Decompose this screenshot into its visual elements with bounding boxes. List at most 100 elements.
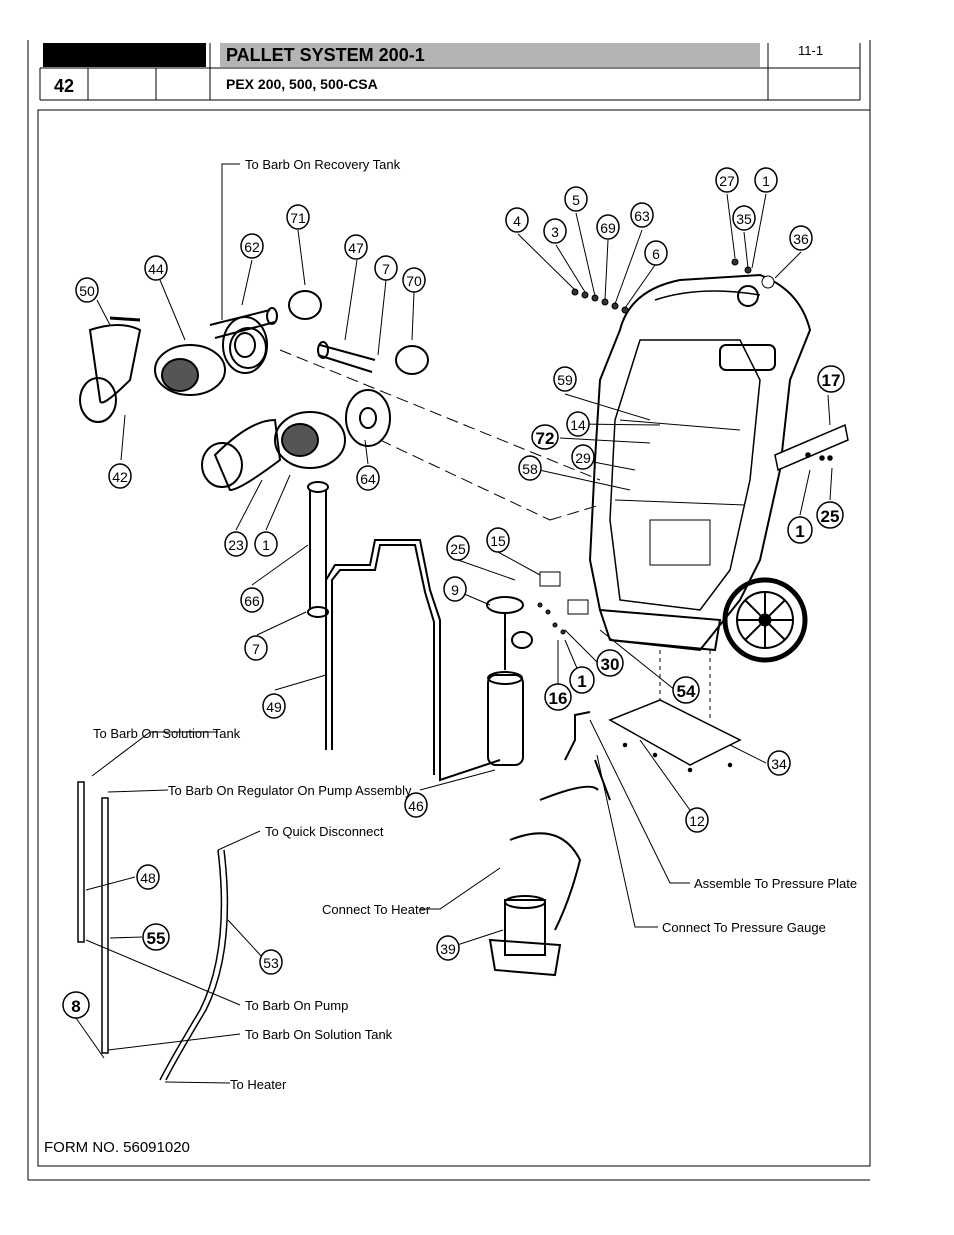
- svg-text:49: 49: [266, 699, 282, 715]
- callout-44: 44: [144, 255, 168, 281]
- callout-39: 39: [436, 935, 460, 961]
- svg-text:69: 69: [600, 220, 616, 236]
- svg-text:62: 62: [244, 239, 260, 255]
- svg-text:25: 25: [450, 541, 466, 557]
- assembly-dashed-lines: [279, 349, 601, 521]
- note-solution-tank-top: To Barb On Solution Tank: [93, 726, 241, 741]
- svg-text:35: 35: [736, 211, 752, 227]
- svg-text:7: 7: [252, 641, 260, 657]
- page-number: 42: [54, 76, 75, 96]
- svg-text:44: 44: [148, 261, 164, 277]
- callout-66: 66: [240, 587, 264, 613]
- svg-text:72: 72: [536, 429, 555, 448]
- note-solution-tank-bottom: To Barb On Solution Tank: [245, 1027, 393, 1042]
- form-number: FORM NO. 56091020: [44, 1139, 190, 1156]
- svg-text:47: 47: [348, 240, 364, 256]
- callout-29: 29: [571, 444, 595, 470]
- callout-7: 7: [374, 255, 398, 281]
- callout-54: 54: [672, 676, 700, 704]
- svg-text:46: 46: [408, 798, 424, 814]
- svg-text:1: 1: [577, 672, 586, 691]
- svg-text:27: 27: [719, 173, 735, 189]
- note-regulator: To Barb On Regulator On Pump Assembly: [168, 783, 412, 798]
- svg-text:70: 70: [406, 273, 422, 289]
- callout-46: 46: [404, 792, 428, 818]
- svg-text:1: 1: [262, 537, 270, 553]
- heater-canister: [486, 596, 533, 766]
- callout-16: 16: [544, 683, 572, 711]
- pump-assembly: [488, 711, 611, 977]
- callout-labels: 50 44 62 71 47 7 70 42 6 4 23 1 66 7 49 4…: [62, 167, 845, 1019]
- svg-text:55: 55: [147, 929, 166, 948]
- svg-text:23: 23: [228, 537, 244, 553]
- svg-text:58: 58: [522, 461, 538, 477]
- callout-53: 53: [259, 949, 283, 975]
- callout-48: 48: [136, 864, 160, 890]
- svg-text:54: 54: [677, 682, 696, 701]
- callout-17: 17: [817, 365, 845, 393]
- svg-text:3: 3: [551, 224, 559, 240]
- svg-text:6: 6: [652, 246, 660, 262]
- svg-text:9: 9: [451, 582, 459, 598]
- callout-72: 72: [531, 424, 559, 450]
- svg-text:16: 16: [549, 689, 568, 708]
- svg-text:29: 29: [575, 450, 591, 466]
- page-frame: [27, 40, 871, 1181]
- svg-text:12: 12: [689, 813, 705, 829]
- header-black-bar: [43, 43, 206, 67]
- callout-42: 42: [108, 463, 132, 489]
- callout-35: 35: [732, 205, 756, 231]
- cart-wheel: [722, 577, 808, 663]
- fitting-parts: [537, 258, 775, 635]
- callout-1: 1: [254, 531, 278, 557]
- callout-15: 15: [486, 527, 510, 553]
- callout-50: 50: [75, 277, 99, 303]
- svg-text:8: 8: [71, 997, 80, 1016]
- annotations: To Barb On Recovery Tank To Barb On Solu…: [93, 157, 857, 1092]
- svg-text:15: 15: [490, 533, 506, 549]
- callout-47: 47: [344, 234, 368, 260]
- svg-text:1: 1: [762, 173, 770, 189]
- svg-text:17: 17: [822, 371, 841, 390]
- callout-1b: 1: [754, 167, 778, 193]
- callout-69: 69: [596, 214, 620, 240]
- callout-7b: 7: [244, 635, 268, 661]
- callout-30: 30: [596, 649, 624, 677]
- hose-assemblies: [209, 290, 429, 375]
- callout-71: 71: [286, 204, 310, 230]
- note-to-heater: To Heater: [230, 1077, 287, 1092]
- callout-59: 59: [553, 366, 577, 392]
- callout-62: 62: [240, 233, 264, 259]
- svg-text:34: 34: [771, 756, 787, 772]
- note-pressure-gauge: Connect To Pressure Gauge: [662, 920, 826, 935]
- callout-36: 36: [789, 225, 813, 251]
- model-subtitle: PEX 200, 500, 500-CSA: [226, 76, 378, 92]
- svg-text:42: 42: [112, 469, 128, 485]
- strap-part: [774, 423, 849, 472]
- svg-text:48: 48: [140, 870, 156, 886]
- svg-text:63: 63: [634, 208, 650, 224]
- svg-text:4: 4: [513, 213, 521, 229]
- callout-5: 5: [564, 186, 588, 212]
- callout-25b: 25: [446, 535, 470, 561]
- svg-text:30: 30: [601, 655, 620, 674]
- callout-55: 55: [142, 923, 170, 951]
- svg-text:66: 66: [244, 593, 260, 609]
- note-quick-disconnect: To Quick Disconnect: [265, 824, 384, 839]
- svg-text:7: 7: [382, 261, 390, 277]
- callout-70: 70: [402, 267, 426, 293]
- callout-4: 4: [505, 207, 529, 233]
- callout-1c: 1: [787, 516, 813, 544]
- svg-text:71: 71: [290, 210, 306, 226]
- note-connect-heater: Connect To Heater: [322, 902, 431, 917]
- callout-58: 58: [518, 455, 542, 481]
- note-recovery-tank: To Barb On Recovery Tank: [245, 157, 401, 172]
- cart-body: [588, 273, 812, 652]
- svg-text:25: 25: [821, 507, 840, 526]
- callout-9: 9: [443, 576, 467, 602]
- vacuum-motor-lower: [201, 389, 391, 492]
- svg-text:5: 5: [572, 192, 580, 208]
- callout-14: 14: [566, 411, 590, 437]
- callout-27: 27: [715, 167, 739, 193]
